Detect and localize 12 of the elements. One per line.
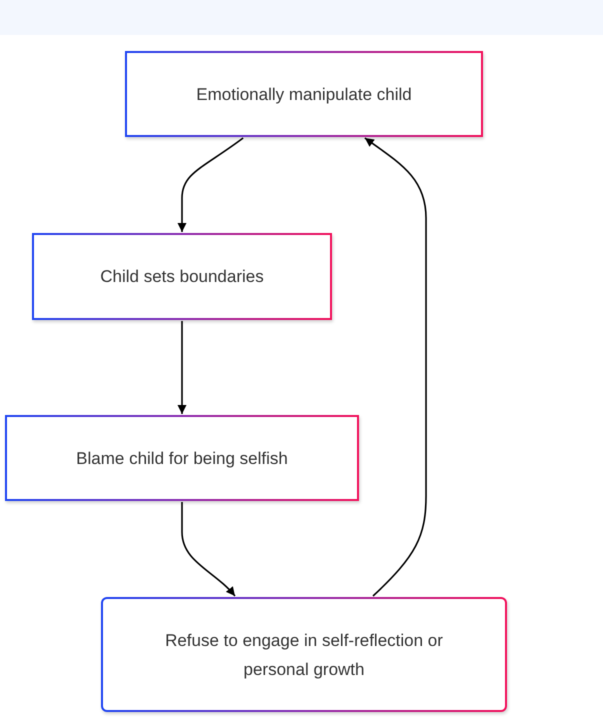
box-label: Refuse to engage in self-reflection or personal growth	[164, 630, 444, 680]
process-box	[125, 51, 483, 137]
process-box	[32, 233, 332, 320]
arrow	[181, 502, 236, 597]
box-label: Emotionally manipulate child	[196, 84, 412, 106]
arrow	[364, 137, 427, 597]
box-label: Blame child for being selfish	[76, 448, 288, 470]
box-label: Child sets boundaries	[100, 266, 264, 288]
arrow	[178, 321, 186, 414]
process-box	[101, 597, 507, 712]
process-box	[5, 415, 359, 501]
arrow	[178, 137, 244, 232]
